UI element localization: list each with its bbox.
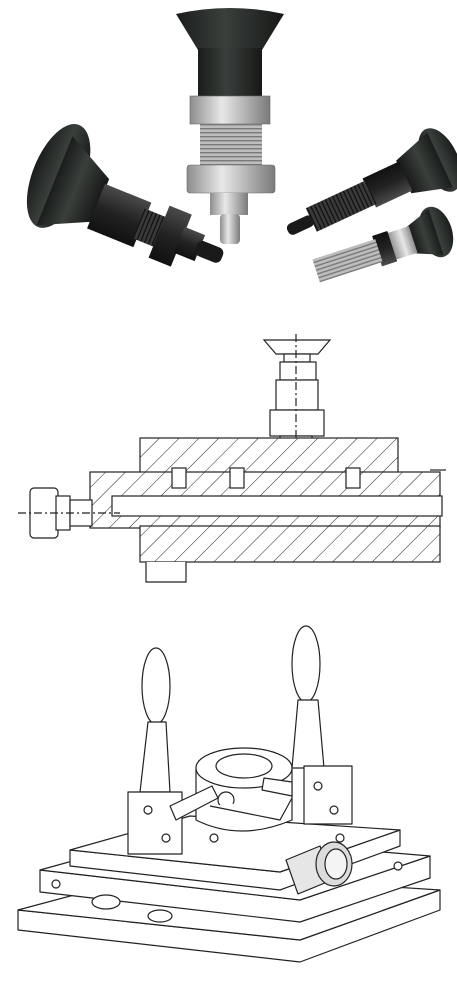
clamp-fixture-drawing — [17, 625, 441, 963]
center-plunger — [176, 8, 284, 244]
cross-section-drawing — [18, 334, 446, 583]
indexing-plungers-photo — [26, 8, 457, 283]
clamp-fixture-drawing-panel — [0, 610, 457, 981]
right-plunger — [286, 128, 457, 235]
product-photo-panel — [0, 0, 457, 310]
small-plunger — [312, 206, 454, 283]
cross-section-drawing-panel — [0, 320, 457, 600]
left-plunger — [26, 124, 224, 267]
